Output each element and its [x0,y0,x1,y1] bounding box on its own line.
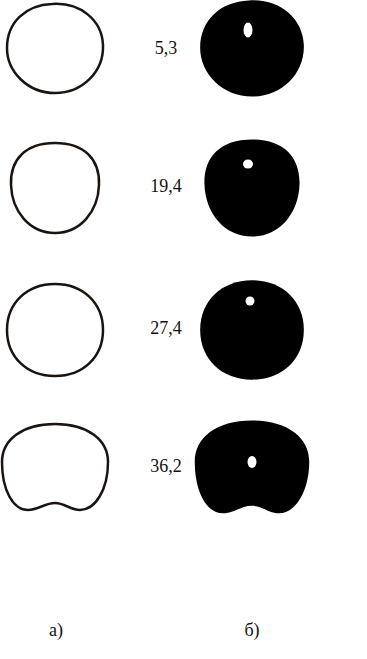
cavity [246,297,255,306]
contour-outline [7,4,103,93]
cavities [243,23,257,469]
filled-section [200,280,304,379]
contour-outline [11,143,99,233]
filled-section [204,139,299,236]
filled-section [200,0,304,96]
filled-section [195,420,309,513]
panel-label: а) [49,620,63,641]
value-number: 27,4 [150,318,182,339]
panel-label: б) [244,620,259,641]
contour-outline [7,284,103,376]
filled-sections [195,0,309,513]
value-number: 19,4 [150,176,182,197]
value-number: 36,2 [150,456,182,477]
cavity [248,456,257,468]
cavity [244,23,253,38]
value-number: 5,3 [155,38,178,59]
outline-contours [2,4,108,510]
contour-outline [2,424,108,510]
cavity [243,160,253,169]
